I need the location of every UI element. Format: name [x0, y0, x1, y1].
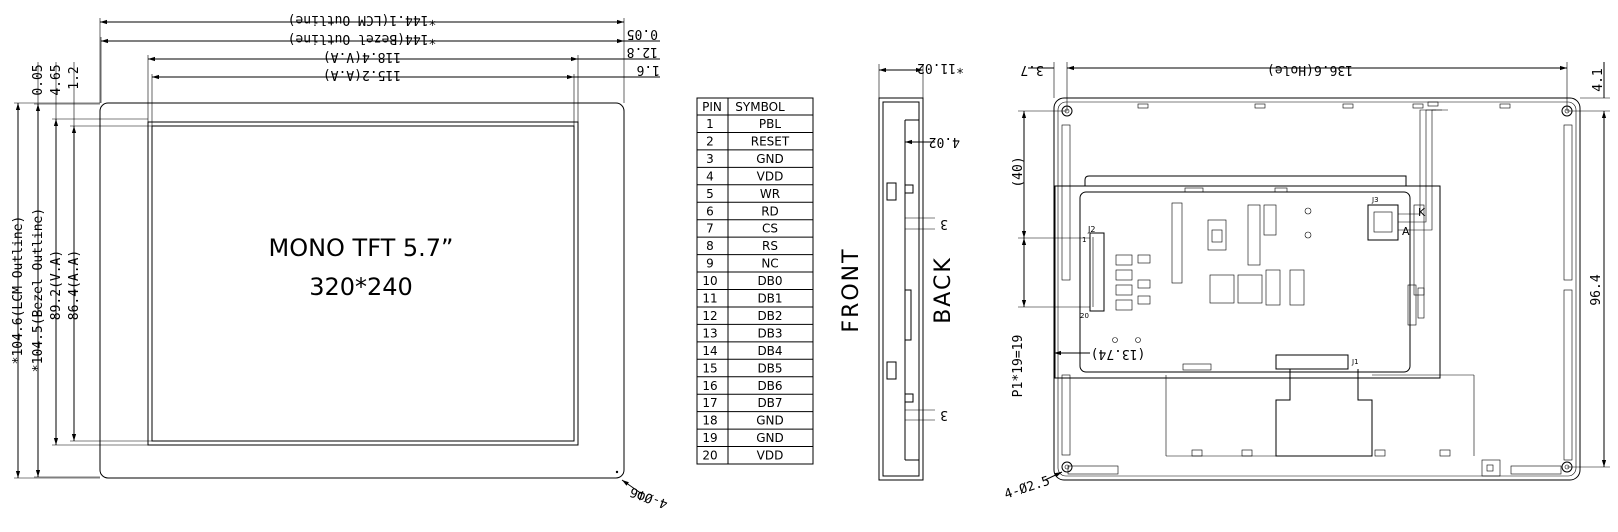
- va-height-dim: 89.2(V.A): [49, 250, 64, 320]
- pin-symbol: DB0: [757, 274, 782, 288]
- right-offset-dim: 4.1: [1591, 68, 1606, 91]
- connector-j1-label: J1: [1351, 358, 1359, 366]
- pin-number: 1: [706, 117, 714, 131]
- pin-number: 14: [702, 344, 717, 358]
- pin-symbol: PBL: [759, 117, 781, 131]
- pin-symbol: DB3: [757, 326, 782, 340]
- pin-symbol: DB1: [757, 292, 782, 306]
- pin-symbol: DB7: [757, 396, 782, 410]
- cathode-label: K: [1418, 206, 1426, 219]
- pin-last-label: 20: [1080, 312, 1089, 320]
- hole-callout: 4-ØФ6: [628, 484, 670, 511]
- pin-number: 18: [702, 414, 717, 428]
- viewing-area-inner: [151, 125, 575, 442]
- dim-40: (40): [1011, 156, 1026, 187]
- holes-callout: 4-Ø2.5: [1003, 474, 1052, 503]
- pcb-components: [1112, 187, 1399, 371]
- pin-symbol: DB2: [757, 309, 782, 323]
- side-view: *11.02 4.02 3 3 FRONT BACK: [839, 60, 964, 481]
- top-offset-3: 1.2: [67, 66, 82, 89]
- pin-number: 8: [706, 239, 714, 253]
- back-frame: [1053, 97, 1581, 481]
- pin-symbol: WR: [760, 187, 780, 201]
- connector-j3-label: J3: [1371, 196, 1379, 204]
- pin-number: 13: [702, 326, 717, 340]
- pin-number: 4: [706, 169, 714, 183]
- lcm-outline: [99, 102, 625, 479]
- pin-symbol: CS: [762, 222, 778, 236]
- pin-symbol: GND: [756, 431, 784, 445]
- front-label: FRONT: [839, 247, 864, 332]
- pin-symbol: NC: [761, 257, 778, 271]
- aa-height-dim: 86.4(A.A): [67, 250, 82, 320]
- pin-number: 6: [706, 204, 714, 218]
- pin-number: 16: [702, 379, 717, 393]
- right-offset-3: 1.6: [637, 62, 660, 77]
- connector-j1: [1275, 354, 1349, 370]
- viewing-area-outer: [147, 121, 579, 446]
- pin-symbol: DB6: [757, 379, 782, 393]
- back-view: J2 1 20: [1003, 62, 1610, 503]
- bezel-width-dim: *144(Bezel Outline): [288, 31, 437, 46]
- pin-symbol: DB5: [757, 361, 782, 375]
- pin-number: 9: [706, 257, 714, 271]
- back-label: BACK: [931, 256, 956, 324]
- pin-number: 19: [702, 431, 717, 445]
- step-dim: 4.02: [929, 134, 960, 149]
- panel-type-text: MONO TFT 5.7”: [268, 234, 453, 262]
- pin-number: 7: [706, 222, 714, 236]
- symbol-header: SYMBOL: [735, 100, 785, 114]
- hole-pitch-dim: 136.6(Hole): [1267, 62, 1353, 77]
- pin-number: 12: [702, 309, 717, 323]
- connector-j2-label: J2: [1087, 225, 1095, 234]
- pcb-board: [1054, 185, 1441, 379]
- tab-dim-1: 3: [940, 216, 948, 231]
- pin-symbol: VDD: [757, 169, 784, 183]
- pin-first-label: 1: [1082, 236, 1086, 244]
- front-view: MONO TFT 5.7” 320*240 *144.1(LCM Outline…: [11, 12, 670, 511]
- pitch-dim: P1*19=19: [1011, 335, 1026, 398]
- pin-number: 17: [702, 396, 717, 410]
- pin-symbol: GND: [756, 414, 784, 428]
- pin-header: PIN: [702, 100, 722, 114]
- thickness-dim: *11.02: [917, 60, 964, 75]
- pin-number: 20: [702, 449, 717, 463]
- pin-symbol: RS: [762, 239, 778, 253]
- bezel-height-dim: *104.5(Bezel Outline): [31, 208, 46, 372]
- panel-resolution-text: 320*240: [309, 273, 413, 301]
- mounting-holes: [1061, 105, 1573, 473]
- tab-dim-2: 3: [940, 407, 948, 422]
- top-offset-1: 0.05: [31, 64, 46, 95]
- connector-j2: [1089, 232, 1105, 312]
- back-height-dim: 96.4: [1589, 274, 1604, 305]
- anode-label: A: [1402, 225, 1410, 238]
- corner-mark: [615, 470, 619, 474]
- pin-symbol: RESET: [751, 134, 790, 148]
- pin-symbol: GND: [756, 152, 784, 166]
- pin-number: 3: [706, 152, 714, 166]
- pin-symbol: RD: [761, 204, 779, 218]
- aa-width-dim: 115.2(A.A): [323, 67, 401, 82]
- pin-number: 2: [706, 134, 714, 148]
- lcm-height-dim: *104.6(LCM Outline): [11, 216, 26, 365]
- left-offset-dim: 3.7: [1020, 62, 1043, 77]
- pin-number: 11: [702, 292, 717, 306]
- pin-number: 5: [706, 187, 714, 201]
- right-offset-1: 0.05: [627, 26, 658, 41]
- lcm-width-dim: *144.1(LCM Outline): [288, 12, 437, 27]
- pin-symbol: VDD: [757, 449, 784, 463]
- pin-number: 10: [702, 274, 717, 288]
- top-offset-2: 4.65: [49, 64, 64, 95]
- right-offset-2: 12.8: [627, 44, 658, 59]
- pin-number: 15: [702, 361, 717, 375]
- pin-symbol: DB4: [757, 344, 782, 358]
- va-width-dim: 118.4(V.A): [323, 49, 401, 64]
- dim-1374: (13.74): [1091, 346, 1146, 361]
